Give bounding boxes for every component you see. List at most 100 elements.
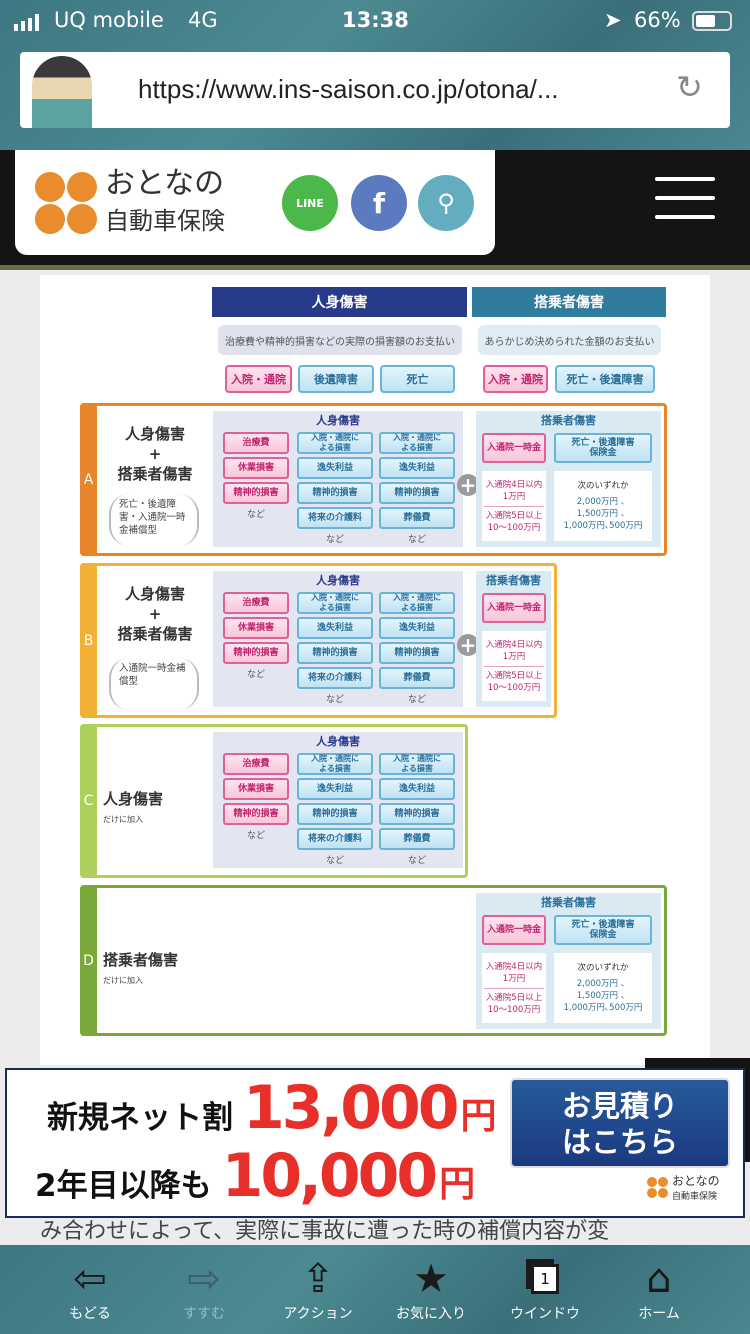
promo-line2-yen: 円 xyxy=(439,1164,476,1205)
panel-header: 搭乗者傷害 xyxy=(486,574,541,587)
coverage-item: 治療費 xyxy=(223,432,289,454)
coverage-item: 逸失利益 xyxy=(379,457,455,479)
coverage-item: 精神的損害 xyxy=(379,482,455,504)
url-bar[interactable]: https://www.ins-saison.co.jp/otona/... ↻ xyxy=(20,52,730,128)
coverage-item: 精神的損害 xyxy=(297,803,373,825)
quote-button[interactable]: お見積り はこちら xyxy=(510,1078,730,1168)
panel-header: 人身傷害 xyxy=(316,735,360,748)
coverage-item: 将来の介護料 xyxy=(297,667,373,689)
forward-button[interactable]: ⇨すすむ xyxy=(149,1255,259,1323)
coverage-item: 休業損害 xyxy=(223,457,289,479)
death-intro: 次のいずれか xyxy=(577,963,629,973)
hamburger-menu-icon[interactable] xyxy=(640,170,730,230)
coverage-item: 精神的損害 xyxy=(223,482,289,504)
window-count: 1 xyxy=(531,1264,559,1294)
lump-detail-text: 入通院5日以上 xyxy=(485,670,543,681)
action-label: アクション xyxy=(283,1306,353,1322)
column-header-personal: 人身傷害 xyxy=(212,287,467,317)
personal-description: 治療費や精神的損害などの実際の損害額のお支払い xyxy=(218,325,462,355)
etc-label: など xyxy=(407,535,426,545)
home-button[interactable]: ⌂ホーム xyxy=(604,1255,714,1323)
url-text[interactable]: https://www.ins-saison.co.jp/otona/... xyxy=(138,74,559,104)
panel-header: 人身傷害 xyxy=(316,414,360,427)
battery-icon xyxy=(692,11,732,31)
coverage-item: 逸失利益 xyxy=(379,617,455,639)
personal-injury-panel: 人身傷害治療費休業損害精神的損害など入院・通院による損害逸失利益精神的損害将来の… xyxy=(213,732,463,868)
etc-label: など xyxy=(325,856,344,866)
lump-detail-text: 入通院5日以上 xyxy=(485,992,543,1003)
lump-detail-text: 入通院5日以上 xyxy=(485,510,543,521)
plan-title: 人身傷害 xyxy=(124,585,185,603)
coverage-item: 逸失利益 xyxy=(297,617,373,639)
tag-passenger-hospital: 入院・通院 xyxy=(483,365,548,393)
back-label: もどる xyxy=(69,1306,111,1322)
facebook-icon[interactable]: f xyxy=(351,175,407,231)
action-button[interactable]: ⇪ アクション xyxy=(263,1255,373,1323)
star-icon: ★ xyxy=(413,1256,449,1302)
plan-title: + xyxy=(148,605,162,623)
share-icon: ⇪ xyxy=(301,1256,335,1302)
death-amount: 2,000万円 、 xyxy=(576,497,630,507)
promo-line2-label: 2年目以降も xyxy=(35,1168,212,1204)
plan-title: 人身傷害 xyxy=(124,425,185,443)
coverage-item: 休業損害 xyxy=(223,617,289,639)
promo-line1: 新規ネット割 13,000 円 xyxy=(47,1076,497,1140)
forward-label: すすむ xyxy=(183,1306,225,1322)
home-icon: ⌂ xyxy=(646,1256,672,1302)
search-icon[interactable]: ⚲ xyxy=(418,175,474,231)
etc-label: など xyxy=(407,856,426,866)
coverage-item: 逸失利益 xyxy=(297,457,373,479)
tag-hospital: 入院・通院 xyxy=(225,365,292,393)
battery-percent: 66% xyxy=(634,8,681,32)
lump-sum-item: 入通院一時金 xyxy=(482,915,546,945)
signal-icon xyxy=(14,14,39,31)
tag-passenger-death: 死亡・後遺障害 xyxy=(555,365,655,393)
lump-detail-text: 10～100万円 xyxy=(487,522,541,533)
plan-title: 搭乗者傷害 xyxy=(117,625,193,643)
death-intro: 次のいずれか xyxy=(577,481,629,491)
plus-icon: + xyxy=(457,473,479,497)
lump-sum-item: 入通院一時金 xyxy=(482,433,546,463)
lump-detail-text: 1万円 xyxy=(502,651,526,662)
lump-detail-text: 入通院4日以内 xyxy=(485,639,543,650)
plan-letter: A xyxy=(80,403,97,556)
lump-detail-text: 入通院4日以内 xyxy=(485,479,543,490)
lump-detail-text: 1万円 xyxy=(502,973,526,984)
etc-label: など xyxy=(325,695,344,705)
banner-logo-icon xyxy=(647,1177,669,1199)
death-amount: 2,000万円 、 xyxy=(576,979,630,989)
back-button[interactable]: ⇦もどる xyxy=(35,1255,145,1323)
lump-detail-text: 10～100万円 xyxy=(487,1004,541,1015)
line-icon[interactable]: LINE xyxy=(282,175,338,231)
plan-title: 搭乗者傷害 xyxy=(103,951,179,969)
passenger-description: あらかじめ決められた金額のお支払い xyxy=(478,325,661,355)
location-icon: ➤ xyxy=(604,8,622,32)
promo-line1-yen: 円 xyxy=(460,1096,497,1137)
plan-title: + xyxy=(148,445,162,463)
body-text: み合わせによって、実際に事故に遭った時の補償内容が変 xyxy=(40,1219,610,1244)
logo-icon[interactable] xyxy=(35,172,99,236)
coverage-item: 精神的損害 xyxy=(223,803,289,825)
logo-card: おとなの 自動車保険 LINE f ⚲ xyxy=(15,150,495,255)
reload-icon[interactable]: ↻ xyxy=(676,68,703,106)
promo-banner[interactable]: 新規ネット割 13,000 円 2年目以降も 10,000 円 お見積り はこち… xyxy=(5,1068,745,1218)
promo-line1-amount: 13,000 xyxy=(243,1073,460,1143)
coverage-item: 葬儀費 xyxy=(379,828,455,850)
coverage-item: 葬儀費 xyxy=(379,667,455,689)
coverage-item: 入院・通院による損害 xyxy=(379,753,455,775)
plan-title: 搭乗者傷害 xyxy=(117,465,193,483)
coverage-item: 精神的損害 xyxy=(297,642,373,664)
coverage-item: 休業損害 xyxy=(223,778,289,800)
personal-injury-panel: 人身傷害治療費休業損害精神的損害など入院・通院による損害逸失利益精神的損害将来の… xyxy=(213,411,463,547)
favorites-button[interactable]: ★お気に入り xyxy=(376,1255,486,1323)
